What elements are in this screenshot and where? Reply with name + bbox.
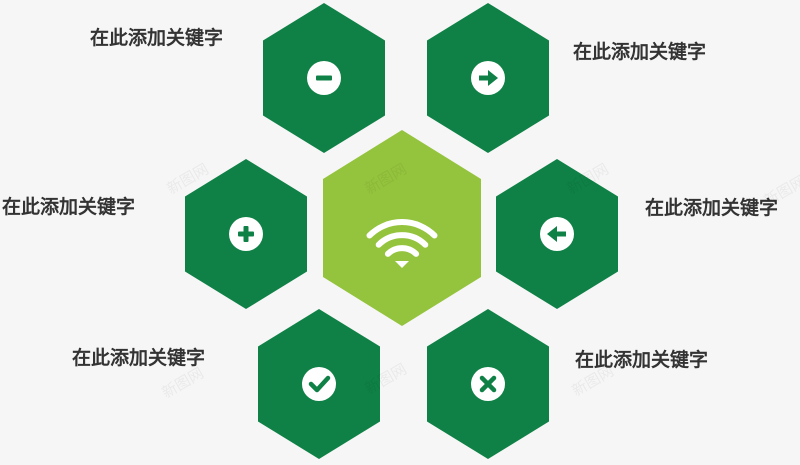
label-bottom-right: 在此添加关键字	[575, 349, 709, 371]
check-icon	[308, 375, 331, 393]
minus-icon	[316, 75, 332, 81]
wifi-icon	[366, 219, 438, 268]
arrow-right-icon	[479, 70, 498, 86]
label-mid-left: 在此添加关键字	[2, 196, 136, 218]
label-bottom-left: 在此添加关键字	[72, 347, 206, 369]
hexagon-top-left	[263, 3, 385, 153]
hexagon-center	[323, 130, 481, 326]
hexagon-bottom-right	[427, 309, 549, 459]
label-top-left: 在此添加关键字	[90, 27, 224, 49]
label-mid-right: 在此添加关键字	[645, 197, 779, 219]
arrow-left-icon	[547, 226, 566, 242]
hexagon-mid-left	[185, 159, 307, 309]
hexagon-top-right	[427, 3, 549, 153]
label-top-right: 在此添加关键字	[573, 41, 707, 63]
plus-icon	[238, 226, 254, 242]
hexagon-bottom-left	[258, 309, 380, 459]
icon-disc	[302, 367, 336, 401]
close-icon	[479, 375, 497, 393]
hexagon-mid-right	[496, 159, 618, 309]
